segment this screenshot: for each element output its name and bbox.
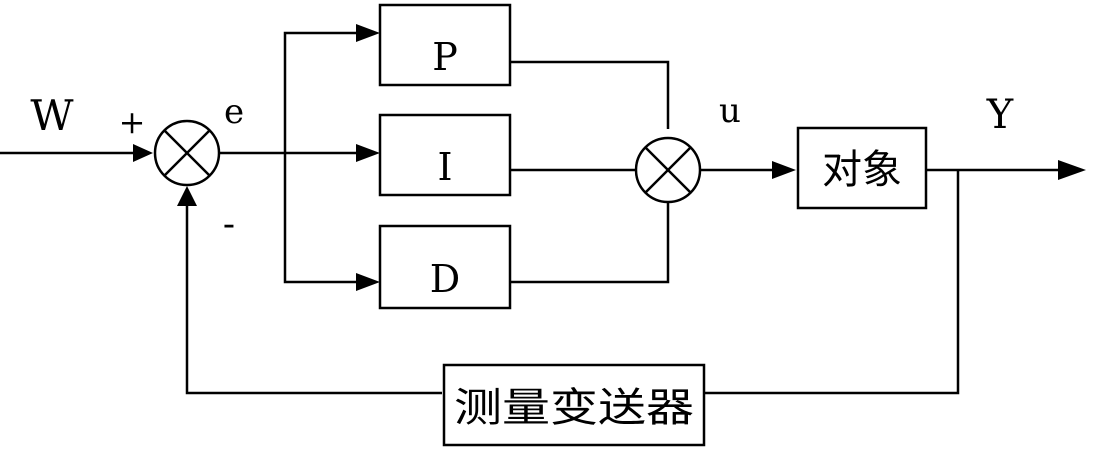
p-block: P	[378, 3, 512, 87]
input-signal-label: W	[30, 91, 74, 140]
branch-wire	[283, 31, 360, 153]
summing-junction-1	[153, 119, 221, 187]
summing-junction-2	[634, 136, 702, 204]
branch-wire-d	[283, 153, 360, 284]
feedback-wire-right	[704, 170, 960, 395]
arrow-output	[1058, 160, 1086, 180]
sensor-label: 测量变送器	[454, 385, 694, 431]
i-label: I	[437, 145, 452, 189]
arrow-feedback-up	[177, 186, 197, 206]
arrow-into-i	[356, 144, 380, 162]
d-label: D	[430, 257, 460, 301]
plant-block: 对象	[796, 126, 928, 210]
p-label: P	[432, 35, 458, 79]
arrow-into-sum1	[133, 144, 153, 162]
d-out-wire	[510, 202, 670, 284]
arrow-into-plant	[772, 161, 796, 179]
error-signal-label: e	[224, 92, 244, 132]
d-block: D	[378, 224, 512, 310]
output-signal-label: Y	[986, 92, 1014, 138]
plus-sign: +	[119, 103, 146, 141]
arrow-into-p	[356, 24, 380, 42]
arrow-into-d	[356, 273, 380, 291]
minus-sign: -	[223, 204, 235, 245]
i-block: I	[378, 113, 512, 197]
plant-label: 对象	[822, 147, 902, 193]
feedback-wire-left	[185, 205, 442, 395]
sensor-block: 测量变送器	[442, 363, 706, 447]
p-out-wire	[510, 60, 670, 129]
control-signal-label: u	[719, 91, 741, 131]
